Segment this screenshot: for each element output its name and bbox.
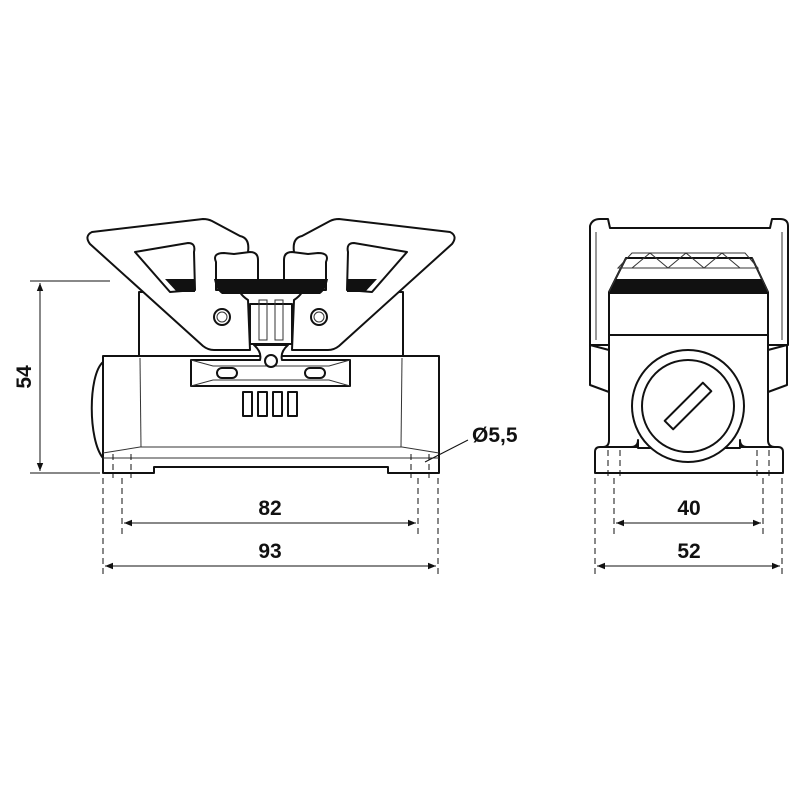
dim-hole-diameter: Ø5,5 xyxy=(472,424,518,447)
side-bulge xyxy=(90,361,104,459)
dim-width-93: 93 xyxy=(258,540,281,563)
dim-side-width-52: 52 xyxy=(677,540,700,563)
gland-slot xyxy=(663,381,713,431)
front-view xyxy=(86,218,456,478)
dim-side-hole-spacing-40: 40 xyxy=(677,497,700,520)
seal-band xyxy=(214,279,328,294)
left-pivot-pin xyxy=(213,308,231,326)
dim-height-54: 54 xyxy=(13,365,36,389)
front-dimensions: 54 82 93 Ø5,5 xyxy=(13,280,518,578)
side-dimensions: 40 52 xyxy=(594,478,783,578)
side-view xyxy=(589,218,789,478)
housing-body xyxy=(102,355,440,474)
side-top xyxy=(608,289,769,336)
dim-hole-spacing-82: 82 xyxy=(258,497,281,520)
right-pivot-pin xyxy=(310,308,328,326)
